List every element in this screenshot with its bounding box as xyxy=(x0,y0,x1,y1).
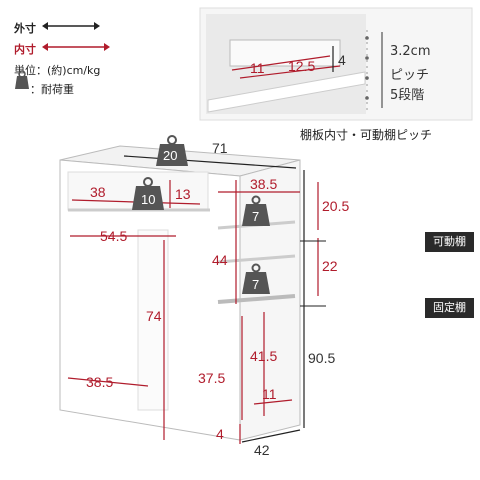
load-shelf-2-value: 7 xyxy=(252,277,260,292)
load-top-value: 20 xyxy=(163,148,178,163)
outer-width-label: 71 xyxy=(212,140,228,156)
outer-depth-label: 42 xyxy=(254,442,270,458)
leg-clearance-height-label: 74 xyxy=(146,308,162,324)
lower-height-label: 41.5 xyxy=(250,348,278,364)
load-counter-value: 10 xyxy=(141,192,156,207)
inset-depth-label: 12.5 xyxy=(288,58,316,74)
inset-steps-word: 5段階 xyxy=(390,88,425,103)
load-badge-shelf-1-icon xyxy=(242,195,270,226)
legend-load-label: ：耐荷重 xyxy=(30,83,74,96)
load-badge-shelf-2-icon xyxy=(242,263,270,294)
inner-arrow-icon xyxy=(42,43,110,51)
legend-unit: 単位：(約)cm/kg xyxy=(14,62,100,78)
movable-shelf-callout: 可動棚 xyxy=(425,232,474,252)
load-badge-counter-icon xyxy=(132,177,164,210)
upper-gap-label: 20.5 xyxy=(322,198,350,214)
outer-dimension-lines xyxy=(123,155,305,443)
legend-unit-label: 単位：(約)cm/kg xyxy=(14,64,101,77)
inset-height-label: 4 xyxy=(338,52,346,68)
inset-shelf-detail xyxy=(199,7,473,121)
legend-inner: 内寸 xyxy=(14,41,36,57)
base-width-label: 38.5 xyxy=(86,374,114,390)
top-shelf-width-label: 38 xyxy=(90,184,106,200)
weight-icon xyxy=(15,70,29,89)
inset-width-label: 11 xyxy=(250,60,265,76)
bottom-gap-label: 4 xyxy=(216,426,224,442)
inset-pitch-value: 3.2cm xyxy=(390,44,431,59)
lower-inner-height-label: 37.5 xyxy=(198,370,226,386)
counter-depth-label: 54.5 xyxy=(100,228,128,244)
legend-inner-label: 内寸 xyxy=(14,43,36,56)
side-shelf-width-label: 38.5 xyxy=(250,176,278,192)
legend-load: ：耐荷重 xyxy=(30,81,74,97)
fixed-shelf-callout: 固定棚 xyxy=(425,298,474,318)
legend-outer-label: 外寸 xyxy=(14,22,36,35)
middle-gap-label: 22 xyxy=(322,258,338,274)
outer-arrow-icon xyxy=(42,22,100,30)
side-height-label: 44 xyxy=(212,252,228,268)
load-badge-top-icon xyxy=(156,135,188,166)
inset-caption: 棚板内寸・可動棚ピッチ xyxy=(300,128,433,142)
inset-pitch-word: ピッチ xyxy=(390,68,430,83)
load-shelf-1-value: 7 xyxy=(252,209,260,224)
lower-shelf-depth-label: 11 xyxy=(262,386,277,402)
legend-outer: 外寸 xyxy=(14,20,36,36)
top-shelf-height-label: 13 xyxy=(175,186,191,202)
outer-height-label: 90.5 xyxy=(308,350,336,366)
